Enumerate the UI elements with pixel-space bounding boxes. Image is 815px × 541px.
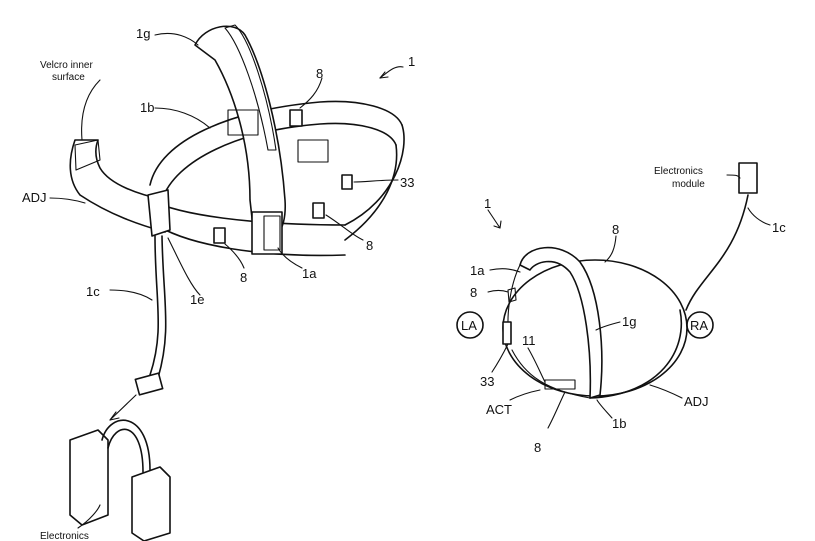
label-fig2-module-line2: module: [672, 179, 705, 190]
labels: Velcro inner surface 1 1g 1b 8 ADJ 33 8 …: [22, 26, 786, 541]
figure-headset-topview: [457, 163, 757, 398]
label-fig1-1e: 1e: [190, 292, 204, 307]
label-fig2-ref: 1: [484, 196, 491, 211]
cable-1c-a: [150, 236, 158, 375]
label-fig2-8-top: 8: [612, 222, 619, 237]
label-velcro-line2: surface: [52, 72, 85, 83]
cable-plug: [135, 373, 162, 395]
label-fig2-ra: RA: [690, 318, 708, 333]
label-fig2-module-line1: Electronics: [654, 166, 703, 177]
electrode-pad-right: [313, 203, 324, 218]
label-fig2-adj: ADJ: [684, 394, 709, 409]
label-fig2-33: 33: [480, 374, 494, 389]
label-fig1-ref: 1: [408, 54, 415, 69]
label-fig2-8-left: 8: [470, 285, 477, 300]
label-fig2-11: 11: [522, 333, 536, 348]
label-fig1-1a: 1a: [302, 266, 317, 281]
label-fig1-1g: 1g: [136, 26, 150, 41]
electronics-module-box: [739, 163, 757, 193]
cable-to-module: [686, 195, 748, 310]
arrow-to-electronics: [110, 395, 136, 420]
connector-block: [148, 190, 170, 236]
label-velcro-line1: Velcro inner: [40, 60, 93, 71]
front-tab: [252, 212, 282, 254]
label-fig1-1b: 1b: [140, 100, 154, 115]
band-right-outer: [345, 125, 404, 225]
label-fig2-1g: 1g: [622, 314, 636, 329]
label-fig1-8-top: 8: [316, 66, 323, 81]
label-fig1-1c: 1c: [86, 284, 100, 299]
act-band: [512, 350, 590, 398]
label-fig1-8-bottom: 8: [240, 270, 247, 285]
electronics-box-right: [132, 467, 170, 541]
label-fig1-33: 33: [400, 175, 414, 190]
electronics-box-left: [70, 430, 108, 525]
label-fig2-8-bottom: 8: [534, 440, 541, 455]
electrode-33: [503, 322, 511, 344]
label-fig1-adj: ADJ: [22, 190, 47, 205]
electronics-link-2: [108, 429, 143, 472]
label-fig2-la: LA: [461, 318, 477, 333]
label-fig2-1b: 1b: [612, 416, 626, 431]
label-fig2-1a: 1a: [470, 263, 485, 278]
label-fig1-8-right: 8: [366, 238, 373, 253]
electrode-pad-front: [214, 228, 225, 243]
band-right-inner: [345, 145, 397, 240]
band-hatch-1: [298, 140, 328, 162]
figure-headset-perspective: [70, 25, 404, 541]
label-fig1-electronics: Electronics: [40, 531, 89, 541]
label-fig2-act: ACT: [486, 402, 512, 417]
electrode-pad-33: [342, 175, 352, 189]
electrode-pad-top: [290, 110, 302, 126]
leader-lines-fig2: [488, 175, 770, 428]
label-fig2-1c: 1c: [772, 220, 786, 235]
cable-1c-b: [158, 236, 166, 378]
